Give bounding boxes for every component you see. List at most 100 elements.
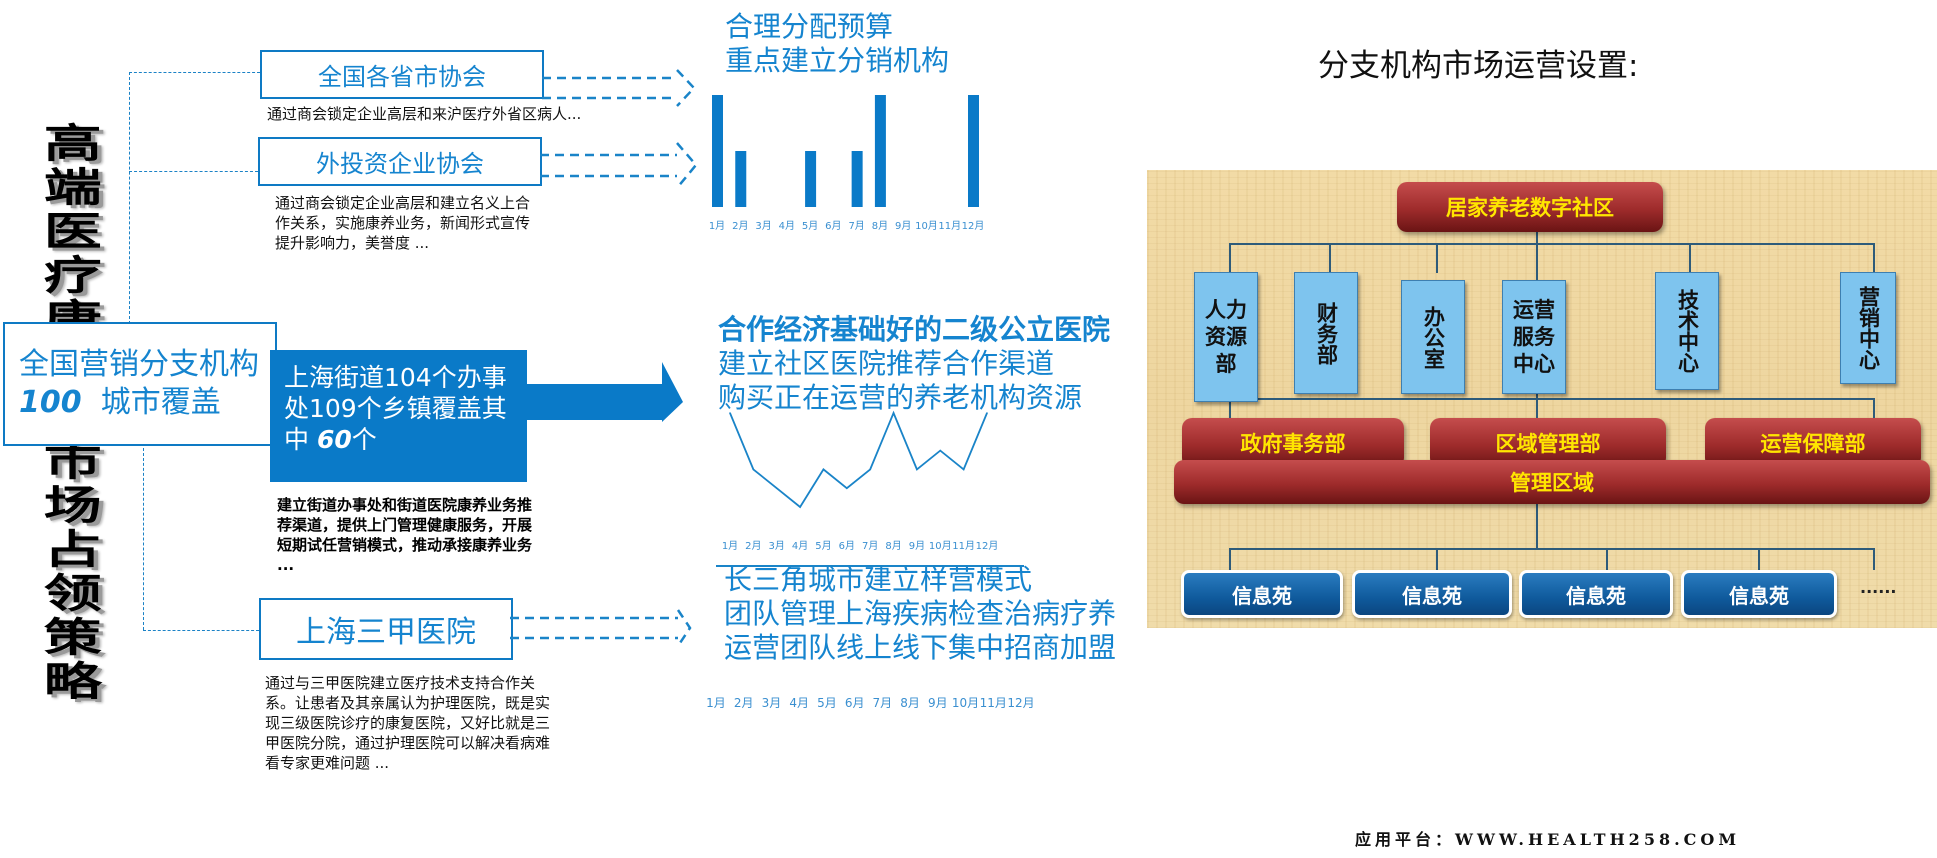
dashed-arrow-icon: [510, 609, 692, 647]
org-connector: [1873, 243, 1875, 273]
bar-chart-tick-label: 5月: [802, 220, 818, 232]
line-point-12月: [986, 412, 988, 414]
chart3-tick-label: 8月: [900, 696, 920, 710]
org-department-hr[interactable]: 人力资源部: [1194, 272, 1258, 402]
headline-line-bold: 合作经济基础好的二级公立医院: [718, 313, 1111, 346]
title-char: 策: [43, 615, 102, 661]
title-char: 略: [43, 659, 102, 705]
channel-description: 通过与三甲医院建立医疗技术支持合作关系。让患者及其亲属认为护理医院，既是实现三级…: [265, 674, 551, 772]
chart3-tick-label: 2月: [734, 696, 754, 710]
org-chart: 居家养老数字社区 人力资源部 财务部 办公室 运营服务中心 技术中心 营销中心 …: [1147, 170, 1937, 628]
org-department-finance[interactable]: 财务部: [1294, 272, 1358, 394]
title-char: 市: [43, 439, 102, 485]
bar-7月: [851, 151, 863, 207]
street-description: 建立街道办事处和街道医院康养业务推荐渠道，提供上门管理健康服务，开展短期试任营销…: [277, 496, 533, 574]
org-chart-heading: 分支机构市场运营设置:: [1318, 48, 1639, 84]
org-division-support[interactable]: 运营保障部: [1705, 418, 1921, 468]
chart3-tick-label: 9月: [928, 696, 948, 710]
chart3-tick-label: 6月: [845, 696, 865, 710]
title-char: 占: [43, 527, 102, 573]
headline-block-2: 合作经济基础好的二级公立医院 建立社区医院推荐合作渠道 购买正在运营的养老机构资…: [718, 313, 1110, 415]
line-chart-tick-label: 12月: [976, 540, 999, 552]
title-char: 端: [43, 165, 102, 211]
connector-branch-2: [129, 171, 258, 172]
org-division-label: 运营保障部: [1760, 432, 1866, 456]
title-char: 高: [43, 121, 102, 167]
org-department-tech[interactable]: 技术中心: [1655, 272, 1719, 390]
chart3-tick-label: 10月: [952, 696, 979, 710]
chart3-tick-label: 12月: [1007, 696, 1034, 710]
org-department-marketing[interactable]: 营销中心: [1840, 272, 1896, 384]
channel-box-foreign-enterprise-association[interactable]: 外投资企业协会: [258, 137, 542, 186]
bar-chart-tick-label: 2月: [732, 220, 748, 232]
org-connector: [1229, 243, 1875, 245]
org-unit[interactable]: 信息苑: [1681, 570, 1837, 618]
org-connector: [1229, 548, 1875, 550]
org-connector: [1436, 548, 1438, 570]
bar-1月: [712, 95, 723, 207]
bar-2月: [735, 151, 747, 207]
org-department-office[interactable]: 办公室: [1401, 280, 1465, 394]
street-coverage-box[interactable]: 上海街道104个办事处109个乡镇覆盖其中 60个: [270, 350, 527, 482]
hub-line-1: 全国营销分支机构: [19, 347, 259, 382]
org-root-node[interactable]: 居家养老数字社区: [1397, 182, 1663, 232]
hub-box-national-branches[interactable]: 全国营销分支机构 100 城市覆盖: [3, 322, 277, 446]
org-unit-label: 信息苑: [1402, 583, 1462, 608]
title-char: 医: [43, 209, 102, 255]
hub-line-2-text: 城市覆盖: [100, 385, 221, 420]
hub-line-2: 100 城市覆盖: [19, 384, 275, 422]
vertical-title-bottom: 市 场 占 领 策 略: [6, 440, 139, 704]
org-division-label: 区域管理部: [1495, 432, 1601, 456]
bar-chart-tick-label: 10月: [915, 220, 938, 232]
channel-label: 外投资企业协会: [316, 150, 484, 178]
bar-chart-tick-label: 9月: [895, 220, 911, 232]
hub-city-count: 100: [19, 385, 82, 420]
chart3-tick-label: 5月: [817, 696, 837, 710]
bar-chart-tick-label: 6月: [825, 220, 841, 232]
headline-line: 购买正在运营的养老机构资源: [718, 381, 1083, 414]
org-unit[interactable]: 信息苑: [1519, 570, 1673, 618]
bar-chart-tick-label: 8月: [872, 220, 888, 232]
channel-box-provincial-associations[interactable]: 全国各省市协会: [260, 50, 544, 99]
org-unit[interactable]: 信息苑: [1181, 570, 1343, 618]
street-count: 60: [316, 425, 352, 454]
dashed-arrow-icon: [542, 69, 696, 107]
channel-description: 通过商会锁定企业高层和来沪医疗外省区病人...: [267, 105, 582, 123]
bar-chart-tick-label: 1月: [709, 220, 725, 232]
org-connector: [1758, 548, 1760, 570]
street-text: 上海街道104个办事处109个乡镇覆盖其中: [284, 363, 507, 454]
headline-line: 长三角城市建立样营模式: [724, 563, 1033, 596]
org-department-label: 营销中心: [1856, 286, 1881, 370]
line-chart-tick-label: 3月: [769, 540, 785, 552]
line-point-7月: [869, 468, 871, 471]
footer-platform: 应用平台：WWW.HEALTH258.COM: [1355, 830, 1741, 849]
org-more-indicator: ......: [1860, 578, 1897, 597]
line-point-3月: [775, 487, 778, 490]
org-connector: [1436, 243, 1438, 273]
org-region-label: 管理区域: [1510, 471, 1594, 495]
org-connector: [1606, 548, 1608, 570]
org-department-operations[interactable]: 运营服务中心: [1502, 280, 1566, 394]
org-department-label: 办公室: [1421, 305, 1446, 369]
org-department-label: 技术中心: [1675, 289, 1700, 373]
org-unit[interactable]: 信息苑: [1352, 570, 1512, 618]
org-division-government[interactable]: 政府事务部: [1182, 418, 1404, 468]
line-series: [729, 410, 988, 509]
org-connector: [1229, 548, 1231, 570]
line-chart-tick-label: 11月: [952, 540, 975, 552]
bar-12月: [968, 95, 979, 207]
line-chart-tick-label: 6月: [839, 540, 855, 552]
line-point-9月: [916, 468, 918, 471]
channel-box-shanghai-hospitals[interactable]: 上海三甲医院: [259, 598, 513, 660]
headline-line: 团队管理上海疾病检查治病疗养: [724, 597, 1117, 630]
line-point-6月: [846, 487, 848, 490]
org-department-label: 运营服务中心: [1513, 297, 1555, 376]
channel-label: 上海三甲医院: [296, 615, 476, 650]
line-point-8月: [892, 412, 895, 414]
headline-block-1: 合理分配预算 重点建立分销机构: [725, 10, 949, 78]
line-point-1月: [729, 412, 731, 414]
org-division-regional[interactable]: 区域管理部: [1430, 418, 1666, 468]
title-char: 领: [43, 571, 102, 617]
dashed-arrow-icon: [540, 142, 698, 189]
org-region-bar[interactable]: 管理区域: [1174, 460, 1930, 504]
